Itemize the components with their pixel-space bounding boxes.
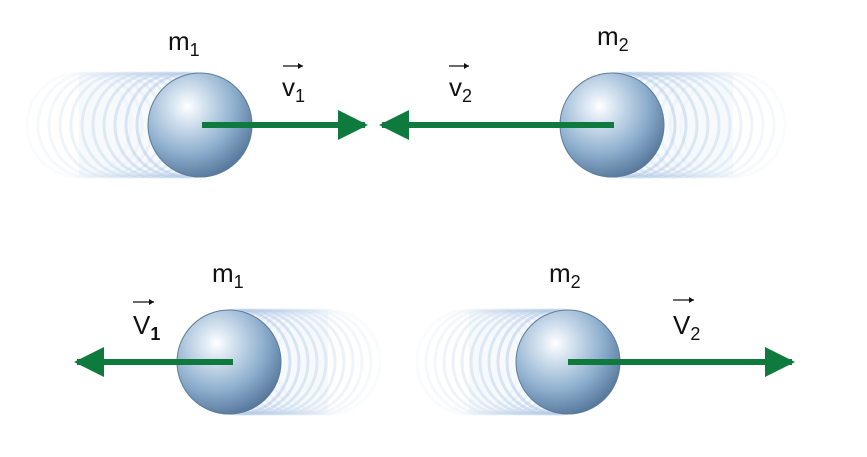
- velocity-label-V1: V1: [133, 299, 160, 344]
- svg-text:V2: V2: [673, 310, 700, 344]
- motion-blur-ring: [25, 71, 133, 179]
- svg-text:V1: V1: [133, 310, 160, 344]
- vector-arrowhead-icon: [149, 299, 154, 305]
- vector-arrowhead-icon: [298, 63, 303, 69]
- ball-2-after-mass-label: m2: [549, 258, 581, 292]
- vector-arrowhead-icon: [689, 297, 694, 303]
- velocity-label-V2: V2: [673, 297, 700, 344]
- ball-2-mass-label: m2: [597, 21, 629, 55]
- before-collision-group: m1 m2 v1 v2: [25, 21, 787, 179]
- svg-text:v1: v1: [282, 72, 305, 106]
- velocity-label-v2: v2: [449, 63, 472, 106]
- motion-blur-ring: [668, 71, 776, 179]
- velocity-label-v1: v1: [282, 63, 305, 106]
- svg-text:v2: v2: [449, 72, 472, 106]
- ball-1-after-mass-label: m1: [212, 258, 244, 292]
- ball-1-mass-label: m1: [168, 26, 200, 60]
- motion-blur-ring: [36, 71, 144, 179]
- after-collision-group: m1 m2 V1 V2: [74, 258, 795, 416]
- motion-blur-ring: [679, 71, 787, 179]
- vector-arrowhead-icon: [464, 63, 469, 69]
